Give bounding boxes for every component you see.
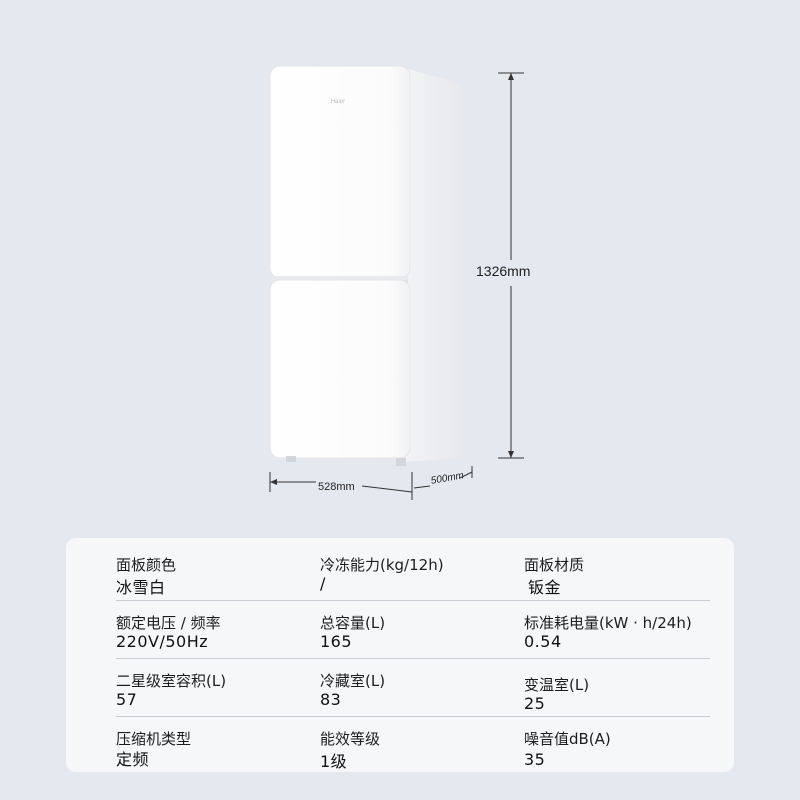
door-gap	[272, 276, 408, 280]
product-image-area: Haier 1326m	[269, 65, 531, 500]
spec-row: 额定电压 / 频率 220V/50Hz 总容量(L) 165 标准耗电量(kW …	[116, 600, 710, 659]
fridge-foot-right	[396, 458, 406, 466]
fridge-top-door	[269, 65, 411, 279]
spec-value: 冰雪白	[116, 578, 166, 597]
spec-value: 35	[524, 750, 546, 769]
width-dimension-line	[269, 472, 413, 500]
spec-table: 面板颜色 冰雪白 冷冻能力(kg/12h) / 面板材质 钣金 额定电压 / 频…	[66, 538, 734, 772]
height-dimension-line	[498, 72, 524, 459]
height-label: 1326mm	[476, 263, 531, 279]
spec-label: 噪音值dB(A)	[524, 730, 611, 748]
spec-value: 57	[116, 690, 138, 709]
spec-row: 压缩机类型 定频 能效等级 1级 噪音值dB(A) 35	[116, 716, 710, 774]
spec-label: 压缩机类型	[116, 730, 192, 748]
depth-dimension-line	[413, 466, 473, 489]
fridge-bottom-door	[269, 279, 411, 459]
spec-label: 冷藏室(L)	[320, 672, 386, 690]
spec-label: 额定电压 / 频率	[116, 614, 221, 632]
fridge-foot-left	[286, 456, 296, 462]
spec-label: 面板颜色	[116, 556, 177, 574]
spec-label: 变温室(L)	[524, 676, 590, 694]
spec-label: 冷冻能力(kg/12h)	[320, 556, 444, 574]
brand-logo: Haier	[331, 99, 345, 105]
spec-value: 定频	[116, 750, 150, 769]
spec-row: 面板颜色 冰雪白 冷冻能力(kg/12h) / 面板材质 钣金	[116, 542, 710, 601]
width-label: 528mm	[318, 481, 355, 493]
spec-label: 二星级室容积(L)	[116, 672, 227, 690]
fridge-side-panel	[404, 68, 466, 462]
spec-value: 0.54	[524, 632, 562, 651]
spec-value: /	[320, 574, 326, 593]
spec-value: 165	[320, 632, 353, 651]
spec-value: 1级	[320, 752, 348, 771]
spec-label: 能效等级	[320, 730, 381, 748]
spec-label: 面板材质	[524, 556, 585, 574]
spec-value: 220V/50Hz	[116, 632, 209, 651]
spec-value: 25	[524, 694, 546, 713]
spec-value: 83	[320, 690, 342, 709]
spec-row: 二星级室容积(L) 57 冷藏室(L) 83 变温室(L) 25	[116, 658, 710, 717]
spec-label: 标准耗电量(kW · h/24h)	[524, 614, 692, 632]
refrigerator-illustration: Haier	[269, 65, 524, 500]
spec-value: 钣金	[528, 578, 562, 597]
spec-label: 总容量(L)	[320, 614, 386, 632]
